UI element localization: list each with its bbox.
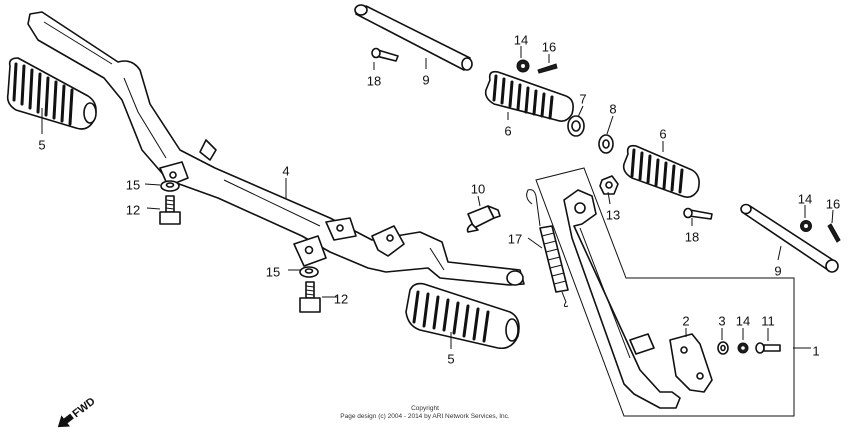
callout-number: 5 [447,351,454,366]
callout-3: 3 [718,313,726,340]
stand-bracket-2 [669,333,713,393]
callout-number: 10 [471,181,485,196]
callout-number: 16 [826,196,840,211]
bolt-11 [755,342,781,354]
callout-number: 16 [542,39,556,54]
callout-6: 6 [659,126,667,152]
washer-8 [598,134,614,154]
side-stand [563,189,681,409]
callout-5: 5 [38,108,46,152]
callout-number: 12 [126,202,140,217]
spring-17 [526,189,569,307]
callout-number: 6 [659,126,666,141]
peg-rubber-6-upper [484,70,574,122]
pin-9-right [740,203,839,273]
fwd-label: FWD [70,395,97,420]
callout-number: 14 [798,191,812,206]
callout-15: 15 [126,177,161,192]
callout-number: 5 [38,137,45,152]
callout-leader-line [477,195,481,207]
callout-number: 1 [812,343,819,358]
peg-rubber-6-right [622,144,700,198]
bolt-12-lower [299,281,321,313]
callout-13: 13 [606,191,620,222]
callout-number: 15 [266,264,280,279]
callout-number: 15 [126,177,140,192]
copyright-line-2: Page design (c) 2004 - 2014 by ARI Netwo… [340,413,510,420]
callout-14: 14 [736,313,750,340]
callout-9: 9 [774,245,782,278]
washer-14-bracket [737,342,749,354]
footpeg-rubber-right [405,282,520,350]
callout-number: 2 [682,313,689,328]
cotter-pin-16-right [827,223,841,243]
callout-2: 2 [682,313,690,337]
callout-leader-line [146,207,161,210]
callout-number: 13 [606,207,620,222]
callout-number: 14 [736,313,750,328]
callout-number: 12 [334,291,348,306]
callout-leader-line [831,209,834,224]
washer-14-right [800,220,812,232]
callout-number: 8 [609,101,616,116]
callout-12: 12 [322,291,348,306]
callout-7: 7 [577,91,587,118]
callout-number: 18 [685,229,699,244]
fwd-arrow: FWD [57,395,98,428]
washer-15-lower [299,266,319,278]
nut-13 [599,175,619,195]
callout-leader-line [527,237,543,249]
callout-18: 18 [367,62,381,88]
bolt-12-upper [159,195,181,225]
callout-6: 6 [504,112,512,138]
callout-leader-line [607,191,611,205]
callout-number: 14 [514,32,528,47]
callout-1: 1 [793,343,820,358]
callout-8: 8 [606,101,617,135]
callout-5: 5 [447,332,455,366]
callout-leader-line [144,183,161,186]
callout-15: 15 [266,264,301,279]
callout-16: 16 [826,196,840,224]
callout-number: 7 [579,91,586,106]
cotter-pin-16-upper [537,63,558,74]
pin-18-upper [371,47,399,62]
callout-number: 9 [422,72,429,87]
callout-number: 9 [774,263,781,278]
callout-11: 11 [761,313,775,341]
callout-9: 9 [422,58,430,87]
callout-number: 17 [508,231,522,246]
callout-layer: 5 4 15 12 15 12 5 18 9 14 16 6 7 8 6 10 13 17 18 14 16 9 2 3 14 1… [38,32,840,366]
callout-14: 14 [798,191,812,218]
pin-18-right [683,207,713,220]
copyright-line-1: Copyright [411,405,439,412]
callout-number: 6 [504,123,511,138]
callout-17: 17 [508,231,543,249]
callout-number: 4 [282,163,289,178]
bolt-10 [466,205,501,233]
callout-leader-line [777,245,782,261]
footpeg-rubber-left [6,57,97,130]
callout-16: 16 [542,39,556,63]
callout-14: 14 [514,32,528,58]
washer-14-upper [516,59,530,73]
callout-leader-line [606,115,614,135]
callout-12: 12 [126,202,161,217]
callout-4: 4 [282,163,290,198]
callout-10: 10 [471,181,485,207]
callout-leader-line [577,105,584,118]
pin-9-upper [354,4,473,71]
washer-15-upper [160,180,180,192]
callout-number: 18 [367,73,381,88]
callout-18: 18 [685,218,699,244]
washer-7 [567,115,585,137]
callout-number: 11 [761,313,775,328]
side-stand-frame [535,167,795,417]
nut-3 [717,341,729,355]
callout-number: 3 [718,313,725,328]
